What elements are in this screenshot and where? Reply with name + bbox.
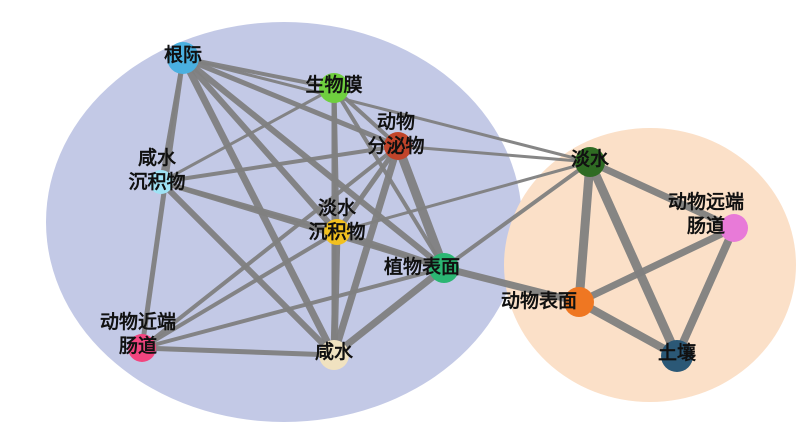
node-animal-secret[interactable] [384, 132, 412, 160]
edge-animal-secret-to-saline-water [330, 144, 402, 357]
node-label-line: 动物 [377, 110, 415, 133]
node-label-line: 动物近端 [100, 310, 176, 333]
node-label-saline-water: 咸水 [315, 340, 354, 363]
edge-animal-surf-to-animal-distal [577, 224, 736, 306]
node-label-line: 沉积物 [308, 220, 365, 243]
node-label-freshwater: 淡水 [571, 148, 610, 170]
node-saline-sed[interactable] [149, 170, 173, 194]
edge-freshwater-to-animal-surf [574, 161, 595, 303]
node-biofilm[interactable] [319, 73, 349, 103]
node-label-biofilm: 生物膜 [305, 73, 362, 96]
edge-animal-surf-to-soil [577, 298, 679, 360]
node-saline-water[interactable] [319, 340, 349, 370]
edge-layer [139, 55, 738, 360]
edge-plant-surface-to-saline-water [331, 265, 447, 358]
node-animal-distal[interactable] [720, 214, 748, 242]
node-label-line: 土壤 [658, 341, 697, 364]
node-label-line: 动物表面 [501, 289, 577, 312]
node-layer [128, 42, 748, 372]
edge-freshwater-to-soil [585, 160, 682, 358]
node-label-line: 肠道 [687, 214, 725, 237]
edge-plant-surface-to-animal-prox [141, 266, 445, 350]
edge-fresh-sed-to-plant-surface [336, 229, 445, 271]
edge-fresh-sed-to-animal-prox [140, 230, 339, 350]
node-label-animal-surf: 动物表面 [501, 289, 577, 312]
edge-animal-secret-to-fresh-sed [334, 144, 401, 234]
cluster-environmental-cluster [46, 22, 522, 422]
node-plant-surface[interactable] [429, 253, 459, 283]
edge-animal-secret-to-animal-prox [140, 144, 400, 350]
edge-fresh-sed-to-freshwater [336, 160, 591, 234]
edge-animal-secret-to-plant-surface [393, 144, 449, 270]
node-soil[interactable] [661, 340, 693, 372]
node-label-layer: 根际生物膜咸水沉积物动物分泌物淡水沉积物植物表面咸水动物近端肠道淡水动物远端肠道… [100, 43, 744, 364]
edge-animal-secret-to-freshwater [397, 144, 591, 164]
node-animal-surf[interactable] [564, 287, 594, 317]
node-label-soil: 土壤 [658, 341, 697, 364]
node-fresh-sed[interactable] [324, 219, 350, 245]
node-label-line: 淡水 [571, 148, 610, 170]
edge-saline-sed-to-animal-secret [160, 144, 399, 184]
node-label-rhizosphere: 根际 [164, 43, 202, 66]
node-label-animal-secret: 动物分泌物 [367, 110, 424, 157]
edge-fresh-sed-to-saline-water [330, 231, 341, 356]
edge-soil-to-animal-distal [673, 226, 738, 358]
cluster-background-layer [46, 22, 796, 422]
node-label-animal-prox: 动物近端肠道 [100, 310, 176, 357]
node-label-plant-surface: 植物表面 [384, 255, 460, 278]
node-label-line: 沉积物 [128, 170, 185, 193]
node-animal-prox[interactable] [128, 334, 156, 362]
edge-saline-water-to-animal-prox [141, 345, 335, 358]
node-label-saline-sed: 咸水沉积物 [128, 146, 185, 193]
edge-rhizosphere-to-plant-surface [181, 55, 446, 271]
edge-saline-sed-to-saline-water [158, 179, 337, 358]
edge-biofilm-to-saline-sed [160, 86, 335, 184]
node-label-line: 生物膜 [305, 73, 362, 96]
node-label-line: 咸水 [138, 146, 177, 169]
edge-rhizosphere-to-fresh-sed [180, 56, 340, 234]
node-label-line: 植物表面 [384, 255, 460, 278]
edge-rhizosphere-to-freshwater [182, 56, 591, 164]
node-rhizosphere[interactable] [167, 42, 199, 74]
node-label-line: 淡水 [318, 197, 357, 219]
node-freshwater[interactable] [575, 147, 605, 177]
edge-plant-surface-to-freshwater [442, 160, 592, 270]
node-label-line: 咸水 [315, 340, 354, 363]
node-label-animal-distal: 动物远端肠道 [668, 190, 744, 237]
node-label-line: 根际 [164, 43, 202, 66]
edge-plant-surface-to-animal-surf [443, 264, 580, 306]
node-label-line: 动物远端 [668, 190, 744, 213]
node-label-line: 肠道 [119, 334, 157, 357]
edge-rhizosphere-to-animal-prox [139, 57, 186, 349]
node-label-line: 分泌物 [367, 134, 424, 157]
edge-freshwater-to-animal-distal [588, 158, 736, 232]
node-label-fresh-sed: 淡水沉积物 [308, 197, 365, 243]
